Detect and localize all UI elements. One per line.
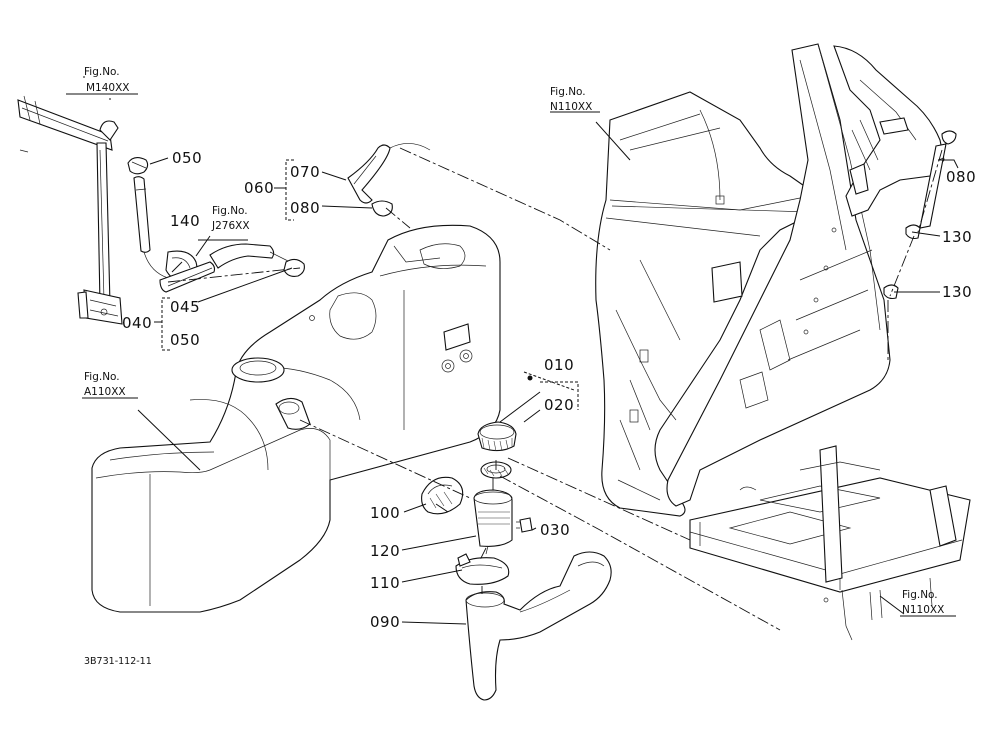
callout-060[interactable]: 060 — [244, 179, 274, 197]
callout-130-upper[interactable]: 130 — [942, 228, 972, 246]
breather-hose-070 — [347, 143, 431, 204]
callout-050-lower[interactable]: 050 — [170, 331, 200, 349]
hose-clamp-050-lower — [283, 258, 305, 277]
callout-120[interactable]: 120 — [370, 542, 400, 560]
callout-110[interactable]: 110 — [370, 574, 400, 592]
fig-ref-label: Fig.No. — [84, 66, 120, 78]
fig-ref-code: N110XX — [550, 101, 592, 113]
fig-ref-j276[interactable]: Fig.No. J276XX — [211, 205, 250, 232]
clip-130-lower — [883, 284, 899, 300]
callout-040[interactable]: 040 — [122, 314, 152, 332]
drawing-code: 3B731-112-11 — [84, 656, 152, 667]
fuel-hose-045 — [159, 243, 275, 293]
filler-cap-010 — [477, 375, 533, 452]
fig-ref-a110[interactable]: Fig.No. A110XX — [84, 371, 126, 398]
fig-ref-label: Fig.No. — [212, 205, 248, 217]
fig-ref-code: J276XX — [211, 220, 250, 232]
plug-030 — [516, 517, 533, 533]
callout-080-right[interactable]: 080 — [946, 168, 976, 186]
leader-lines — [66, 76, 959, 625]
group-brackets — [154, 159, 579, 410]
filler-neck-120 — [473, 489, 513, 555]
frame-pipe-assembly — [17, 95, 123, 325]
callouts: 050 060 070 080 140 045 040 050 080 130 … — [122, 149, 976, 631]
fig-ref-code: A110XX — [84, 386, 126, 398]
hose-band-110 — [455, 553, 510, 585]
fig-ref-code: N110XX — [902, 604, 944, 616]
cabin-floor-frame — [689, 445, 971, 641]
hose-band-100 — [421, 476, 464, 515]
callout-100[interactable]: 100 — [370, 504, 400, 522]
fuel-tank — [91, 224, 501, 613]
fig-ref-m140[interactable]: Fig.No. M140XX — [84, 66, 130, 94]
fig-ref-label: Fig.No. — [550, 86, 586, 98]
assembly-lines — [167, 147, 781, 631]
callout-130-lower[interactable]: 130 — [942, 283, 972, 301]
callout-045[interactable]: 045 — [170, 298, 200, 316]
callout-010[interactable]: 010 — [544, 356, 574, 374]
fig-ref-n110-bottom[interactable]: Fig.No. N110XX — [902, 589, 944, 616]
callout-140[interactable]: 140 — [170, 212, 200, 230]
callout-050-upper[interactable]: 050 — [172, 149, 202, 167]
fig-ref-n110-top[interactable]: Fig.No. N110XX — [550, 86, 592, 113]
fig-ref-label: Fig.No. — [902, 589, 938, 601]
hose-clamp-080-tank — [371, 200, 393, 217]
callout-080-tank[interactable]: 080 — [290, 199, 320, 217]
fig-ref-code: M140XX — [86, 82, 130, 94]
fig-ref-label: Fig.No. — [84, 371, 120, 383]
fuel-hose-vertical — [133, 176, 151, 253]
callout-090[interactable]: 090 — [370, 613, 400, 631]
callout-030[interactable]: 030 — [540, 521, 570, 539]
callout-070[interactable]: 070 — [290, 163, 320, 181]
callout-020[interactable]: 020 — [544, 396, 574, 414]
cabin-pillar — [666, 43, 945, 507]
filler-hose-090 — [465, 551, 612, 701]
clip-080-right — [941, 130, 957, 145]
hose-clamp-050-upper — [127, 157, 149, 175]
